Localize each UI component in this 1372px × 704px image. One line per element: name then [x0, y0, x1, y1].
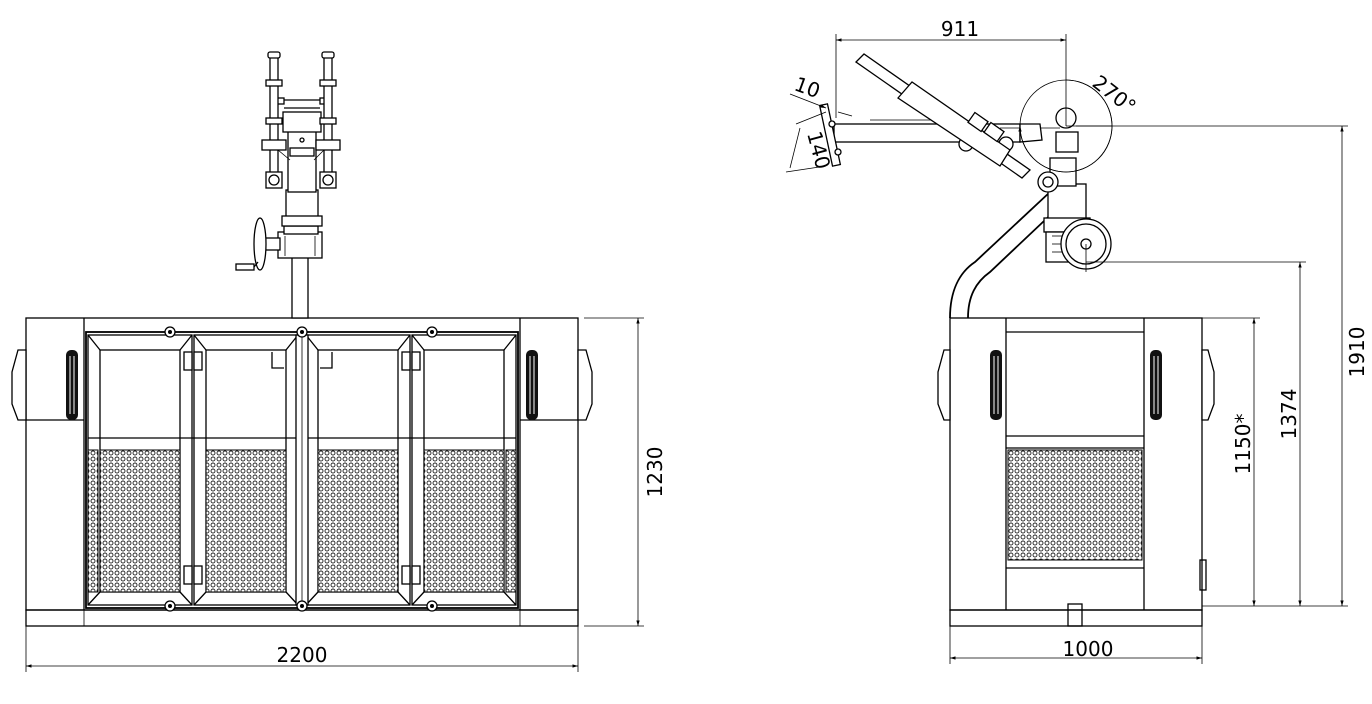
dim-1000-label: 1000 [1063, 637, 1114, 661]
basket-base-front [25, 609, 579, 627]
rotator-head-front [235, 51, 341, 319]
door-panel-3 [305, 334, 411, 606]
dim-axis-height: 1374 [1086, 261, 1306, 606]
dim-1230-label: 1230 [643, 447, 667, 498]
side-view: 270° 911 10 140 1910 [785, 17, 1369, 664]
dim-depth: 1000 [949, 626, 1203, 664]
bolt-marks [164, 326, 438, 612]
rotation-indicator: 270° [1018, 70, 1141, 173]
dim-1150-label: 1150* [1231, 414, 1255, 475]
rotator-assembly-side [1037, 107, 1112, 272]
front-view: 2200 1230 [11, 51, 667, 672]
dim-reach: 911 [835, 17, 1067, 118]
side-bumper-right [526, 349, 593, 421]
dim-width-front: 2200 [25, 626, 579, 672]
dim-911-label: 911 [941, 17, 979, 41]
dim-plate: 10 140 [785, 72, 853, 173]
dim-270-label: 270° [1088, 70, 1141, 119]
lift-arm-side [818, 53, 1060, 179]
dim-1910-label: 1910 [1345, 327, 1369, 378]
dim-10-label: 10 [791, 72, 823, 103]
dim-overall-height: 1910 [1076, 125, 1369, 607]
door-panel-2 [193, 334, 299, 606]
door-panel-4 [411, 334, 517, 606]
dim-1374-label: 1374 [1277, 389, 1301, 440]
basket-base-side [949, 609, 1203, 627]
side-bumper-left [11, 349, 78, 421]
dim-basket-height: 1150* [1202, 317, 1260, 606]
curved-mast [949, 191, 1063, 319]
door-panel-1 [87, 334, 193, 606]
dim-2200-label: 2200 [277, 643, 328, 667]
dim-height-front: 1230 [584, 317, 667, 627]
